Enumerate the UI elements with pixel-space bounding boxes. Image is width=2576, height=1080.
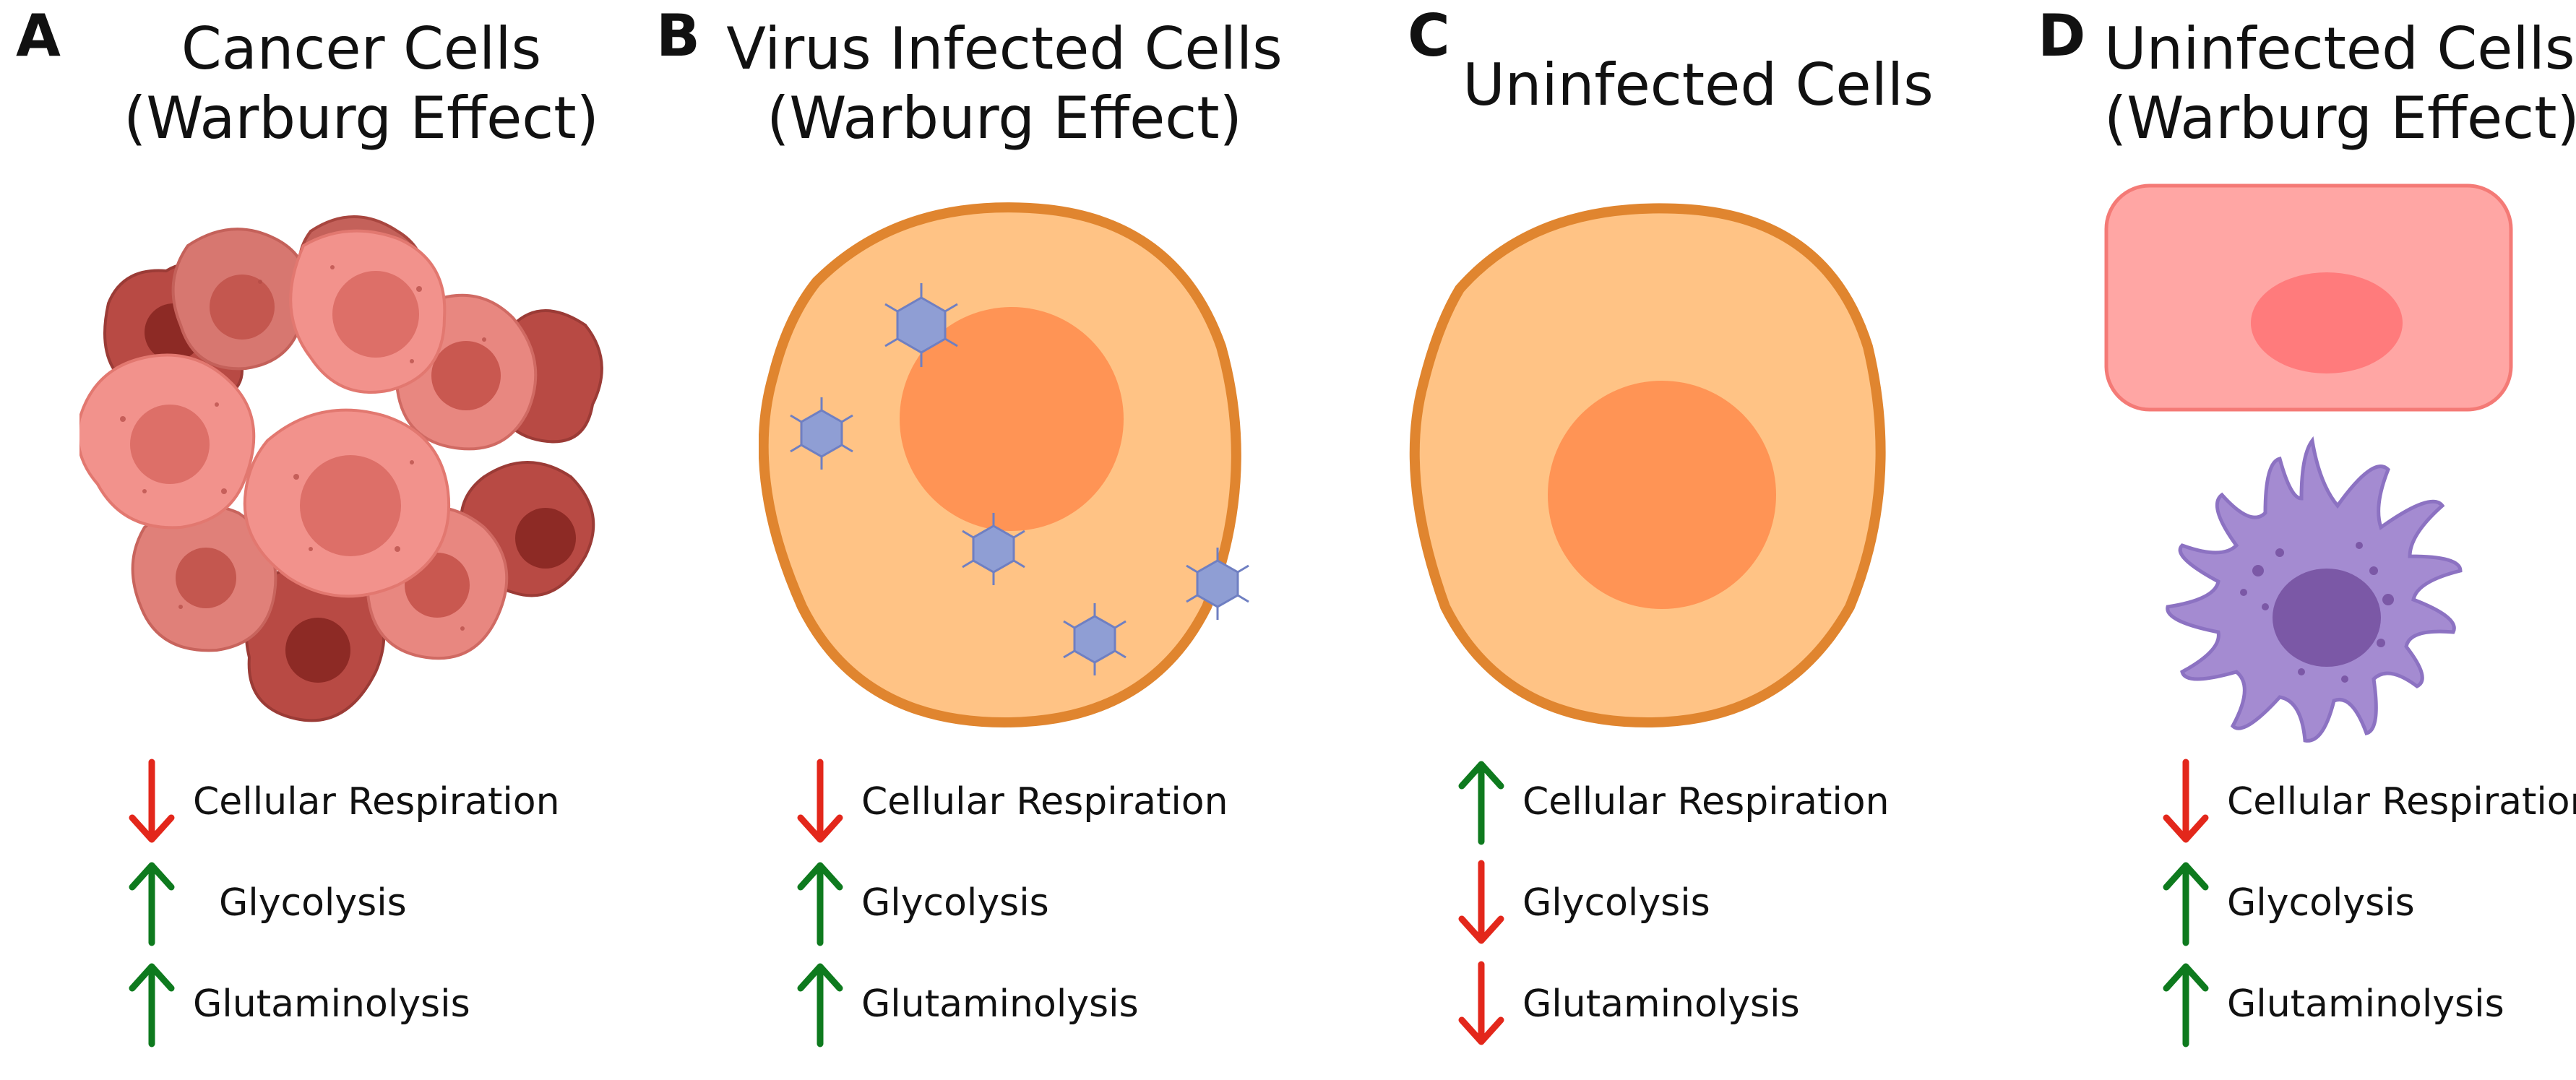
arrow-up-icon (2161, 860, 2211, 946)
metabolism-row: Glycolysis (2161, 860, 2415, 946)
metabolism-label: Cellular Respiration (193, 780, 560, 824)
arrow-down-icon (1456, 860, 1507, 946)
panel-title: Cancer Cells (Warburg Effect) (51, 14, 672, 153)
panel-title: Uninfected Cells (1445, 51, 1951, 120)
title-line-2: (Warburg Effect) (2104, 85, 2576, 152)
nucleus (2251, 272, 2403, 373)
arrow-up-icon (795, 961, 845, 1047)
metabolism-label: Glutaminolysis (1522, 982, 1800, 1026)
metabolism-row: Cellular Respiration (2161, 759, 2576, 845)
metabolism-label: Glutaminolysis (193, 982, 470, 1026)
panel-letter: C (1408, 2, 1450, 69)
metabolism-label: Cellular Respiration (2227, 780, 2576, 824)
title-line-2: (Warburg Effect) (124, 85, 599, 152)
metabolism-row: Cellular Respiration (795, 759, 1228, 845)
arrow-down-icon (795, 759, 845, 845)
panel-letter: A (16, 2, 61, 69)
cancer-cell-cluster (79, 215, 603, 722)
metabolism-label: Cellular Respiration (861, 780, 1228, 824)
metabolism-label: Glycolysis (2227, 881, 2415, 925)
title-line-1: Uninfected Cells (2104, 15, 2575, 82)
title-line-1: Cancer Cells (181, 15, 542, 82)
panel-a: A Cancer Cells (Warburg Effect) (0, 0, 650, 1080)
epithelial-cell-illustration (2104, 183, 2513, 412)
panel-c: C Uninfected Cells Cellular Respiration … (1373, 0, 2023, 1080)
arrow-up-icon (795, 860, 845, 946)
virus-particles (790, 283, 1249, 675)
metabolism-row: Glutaminolysis (2161, 961, 2504, 1047)
title-line-2: (Warburg Effect) (767, 85, 1242, 152)
panel-d: D Uninfected Cells (Warburg Effect) Cell… (2023, 0, 2576, 1080)
nucleus (900, 307, 1124, 531)
metabolism-row: Glycolysis (1456, 860, 1710, 946)
panel-letter: B (656, 2, 700, 69)
metabolism-row: Glutaminolysis (1456, 961, 1800, 1047)
title-line-1: Uninfected Cells (1463, 51, 1934, 118)
metabolism-row: Glutaminolysis (795, 961, 1139, 1047)
arrow-up-icon (126, 860, 177, 946)
arrow-down-icon (1456, 961, 1507, 1047)
uninfected-cell-illustration (1409, 203, 1886, 728)
metabolism-row: Glutaminolysis (126, 961, 470, 1047)
metabolism-label: Glycolysis (1522, 881, 1710, 925)
arrow-down-icon (126, 759, 177, 845)
arrow-down-icon (2161, 759, 2211, 845)
metabolism-label: Glycolysis (861, 881, 1049, 925)
metabolism-row: Glycolysis (795, 860, 1049, 946)
metabolism-label: Glycolysis (219, 881, 407, 925)
nucleus (1548, 381, 1776, 609)
metabolism-label: Glutaminolysis (2227, 982, 2504, 1026)
arrow-up-icon (1456, 759, 1507, 845)
panel-title: Uninfected Cells (Warburg Effect) (2104, 14, 2576, 153)
virus-infected-cell-illustration (759, 202, 1249, 728)
cancer-cells-illustration (79, 215, 603, 722)
metabolism-label: Cellular Respiration (1522, 780, 1890, 824)
arrow-up-icon (2161, 961, 2211, 1047)
panel-title: Virus Infected Cells (Warburg Effect) (708, 14, 1301, 153)
macrophage-illustration (2166, 436, 2463, 743)
title-line-1: Virus Infected Cells (726, 15, 1283, 82)
panel-letter: D (2038, 2, 2086, 69)
arrow-up-icon (126, 961, 177, 1047)
nucleus (2273, 569, 2381, 667)
metabolism-row: Glycolysis (126, 860, 407, 946)
metabolism-row: Cellular Respiration (1456, 759, 1890, 845)
metabolism-label: Glutaminolysis (861, 982, 1139, 1026)
panel-b: B Virus Infected Cells (Warburg Effect) (650, 0, 1373, 1080)
metabolism-row: Cellular Respiration (126, 759, 560, 845)
